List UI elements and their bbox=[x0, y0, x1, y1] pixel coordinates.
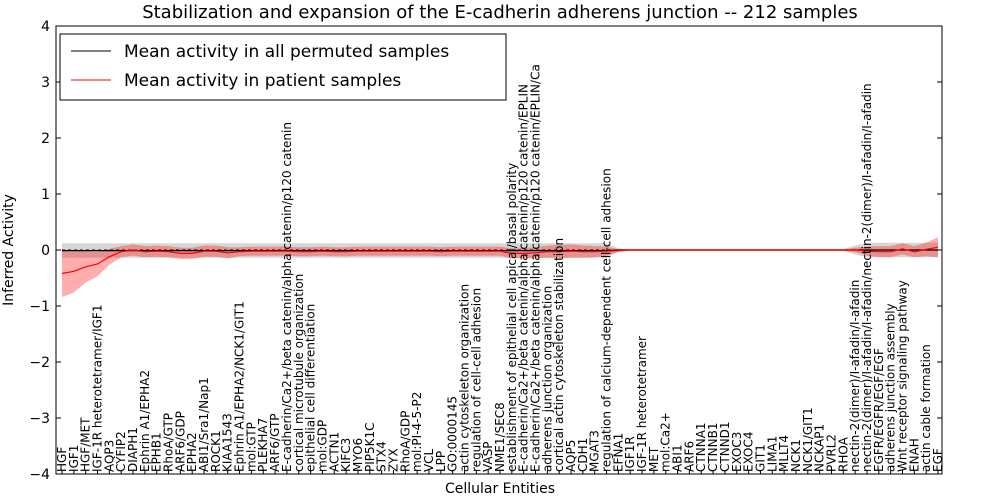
y-tick-label: −2 bbox=[29, 355, 50, 371]
x-tick-label: actin cytoskeleton organization bbox=[458, 284, 472, 472]
x-tick-label: RhoA/GDP bbox=[398, 411, 412, 472]
x-tick-label: ABI1/Sra1/Nap1 bbox=[197, 377, 211, 472]
x-tick-label: CTNND1 bbox=[718, 421, 732, 472]
y-axis-ticks: −4 −3 −2 −1 0 1 2 3 4 bbox=[29, 19, 942, 483]
x-tick-label: MET bbox=[647, 446, 661, 472]
x-tick-label: VCL bbox=[422, 448, 436, 472]
y-tick-label: 0 bbox=[41, 243, 50, 259]
x-tick-label: IGF-1R heterotetramer/IGF1 bbox=[91, 305, 105, 472]
y-tick-label: 3 bbox=[41, 75, 50, 91]
x-tick-label: E-cadherin/Ca2+/beta catenin/alpha caten… bbox=[529, 64, 543, 472]
x-tick-label: STX4 bbox=[375, 441, 389, 472]
x-tick-label: NCKAP1 bbox=[813, 424, 827, 472]
x-tick-label: NCK1/GIT1 bbox=[801, 407, 815, 472]
x-tick-label: LPP bbox=[434, 451, 448, 472]
x-tick-label: PIP5K1C bbox=[363, 422, 377, 472]
legend: Mean activity in all permuted samples Me… bbox=[59, 33, 507, 101]
x-tick-label: RhoA/GTP bbox=[162, 413, 176, 472]
x-axis-label: Cellular Entities bbox=[445, 481, 555, 497]
x-tick-label: KIAA1543 bbox=[221, 413, 235, 472]
x-tick-label: EGF bbox=[931, 448, 945, 472]
x-tick-label: MYO6 bbox=[351, 438, 365, 472]
series-lines bbox=[56, 246, 942, 275]
x-tick-label: ARF6 bbox=[682, 441, 696, 472]
x-tick-label: HGF/MET bbox=[79, 417, 93, 472]
x-tick-label: ARF6/GTP bbox=[268, 413, 282, 472]
x-tick-label: EXOC4 bbox=[742, 432, 756, 473]
x-tick-label: actin cable formation bbox=[919, 344, 933, 472]
x-tick-label: LIMA1 bbox=[765, 436, 779, 472]
x-tick-label: mol:PI-4-5-P2 bbox=[410, 392, 424, 472]
x-tick-label: cortical actin cytoskeleton stabilizatio… bbox=[552, 238, 566, 472]
x-tick-label: mol:Ca2+ bbox=[659, 412, 673, 472]
x-tick-label: EFNA1 bbox=[611, 433, 625, 472]
x-tick-label: CTNNB1 bbox=[706, 422, 720, 472]
x-tick-label: DIAPH1 bbox=[126, 427, 140, 472]
confidence-bands bbox=[62, 237, 938, 297]
x-tick-label: IGF1 bbox=[67, 445, 81, 472]
x-tick-label: EGFR/EGFR/EGF/EGF bbox=[872, 348, 886, 472]
x-tick-label: Ephrin A1/EPHA2/NCK1/GIT1 bbox=[233, 301, 247, 472]
x-tick-label: PLEKHA7 bbox=[256, 418, 270, 472]
x-tick-label: adherens junction organization bbox=[540, 286, 554, 472]
x-tick-label: regulation of calcium-dependent cell-cel… bbox=[600, 168, 614, 472]
band-series-1 bbox=[62, 237, 938, 297]
x-tick-label: cortical microtubule organization bbox=[292, 274, 306, 472]
x-tick-label: mol:GDP bbox=[315, 420, 329, 472]
chart-title: Stabilization and expansion of the E-cad… bbox=[142, 2, 858, 23]
x-tick-label: nectin-2(dimer)/I-afadin/I-afadin/nectin… bbox=[860, 83, 874, 472]
series-line-1 bbox=[61, 246, 939, 275]
legend-box bbox=[59, 33, 507, 101]
x-tick-label: mol:GTP bbox=[244, 422, 258, 472]
x-tick-label: ROCK1 bbox=[209, 430, 223, 472]
x-tick-label: regulation of cell-cell adhesion bbox=[469, 288, 483, 472]
x-tick-label: establishment of epithelial cell apical/… bbox=[505, 163, 519, 472]
y-tick-label: 4 bbox=[41, 19, 50, 35]
y-tick-label: −4 bbox=[29, 467, 50, 483]
x-tick-label: IGF-1R heterotetramer bbox=[635, 336, 649, 472]
x-tick-label: NME1/SEC8 bbox=[493, 402, 507, 472]
y-axis-label: Inferred Activity bbox=[1, 194, 17, 306]
x-tick-label: GIT1 bbox=[753, 444, 767, 472]
plot-frame bbox=[55, 25, 943, 475]
x-tick-label: ACTN1 bbox=[327, 432, 341, 472]
x-tick-label: CYFIP2 bbox=[114, 431, 128, 472]
x-tick-label: ARF6/GDP bbox=[173, 411, 187, 472]
x-tick-label: EPHB1 bbox=[150, 432, 164, 472]
x-tick-label: AQP5 bbox=[564, 440, 578, 472]
x-tick-label: EXOC3 bbox=[730, 432, 744, 473]
x-tick-label: MLLT4 bbox=[777, 435, 791, 472]
x-tick-label: Ephrin A1/EPHA2 bbox=[138, 370, 152, 472]
y-tick-label: 1 bbox=[41, 187, 50, 203]
x-tick-label: NCK1 bbox=[789, 439, 803, 472]
legend-label-permuted: Mean activity in all permuted samples bbox=[124, 42, 449, 62]
x-tick-label: HGF bbox=[55, 447, 69, 472]
x-tick-label: Wnt receptor signaling pathway bbox=[896, 280, 910, 472]
x-tick-label: adherens junction assembly bbox=[884, 303, 898, 472]
x-tick-label: IGF1R bbox=[623, 436, 637, 472]
x-tick-label: PVRL2 bbox=[825, 434, 839, 472]
legend-label-patient: Mean activity in patient samples bbox=[124, 71, 401, 91]
x-tick-label: CTNNA1 bbox=[694, 422, 708, 472]
x-tick-label: ZYX bbox=[387, 448, 401, 472]
x-tick-label: VASP bbox=[481, 442, 495, 473]
x-tick-label: MGAT3 bbox=[588, 430, 602, 472]
x-tick-label: CDH1 bbox=[576, 438, 590, 472]
x-tick-label: KIFC3 bbox=[339, 438, 353, 472]
x-tick-label: EPHA2 bbox=[185, 432, 199, 472]
x-tick-label: E-cadherin/Ca2+/beta catenin/alpha caten… bbox=[280, 122, 294, 472]
x-tick-label: E-cadherin/Ca2+/beta catenin/alpha caten… bbox=[517, 84, 531, 472]
y-tick-label: 2 bbox=[41, 131, 50, 147]
x-tick-label: GO:0000145 bbox=[446, 396, 460, 472]
x-tick-label: epithelial cell differentiation bbox=[304, 304, 318, 472]
x-tick-label: RHOA bbox=[836, 436, 850, 472]
y-tick-label: −1 bbox=[29, 299, 50, 315]
x-tick-label: nectin-2(dimer)/I-afadin/I-afadin bbox=[848, 280, 862, 472]
x-tick-label: AQP3 bbox=[102, 440, 116, 472]
x-tick-label: ABI1 bbox=[671, 444, 685, 472]
y-tick-label: −3 bbox=[29, 411, 50, 427]
x-tick-label: ENAH bbox=[907, 438, 921, 472]
